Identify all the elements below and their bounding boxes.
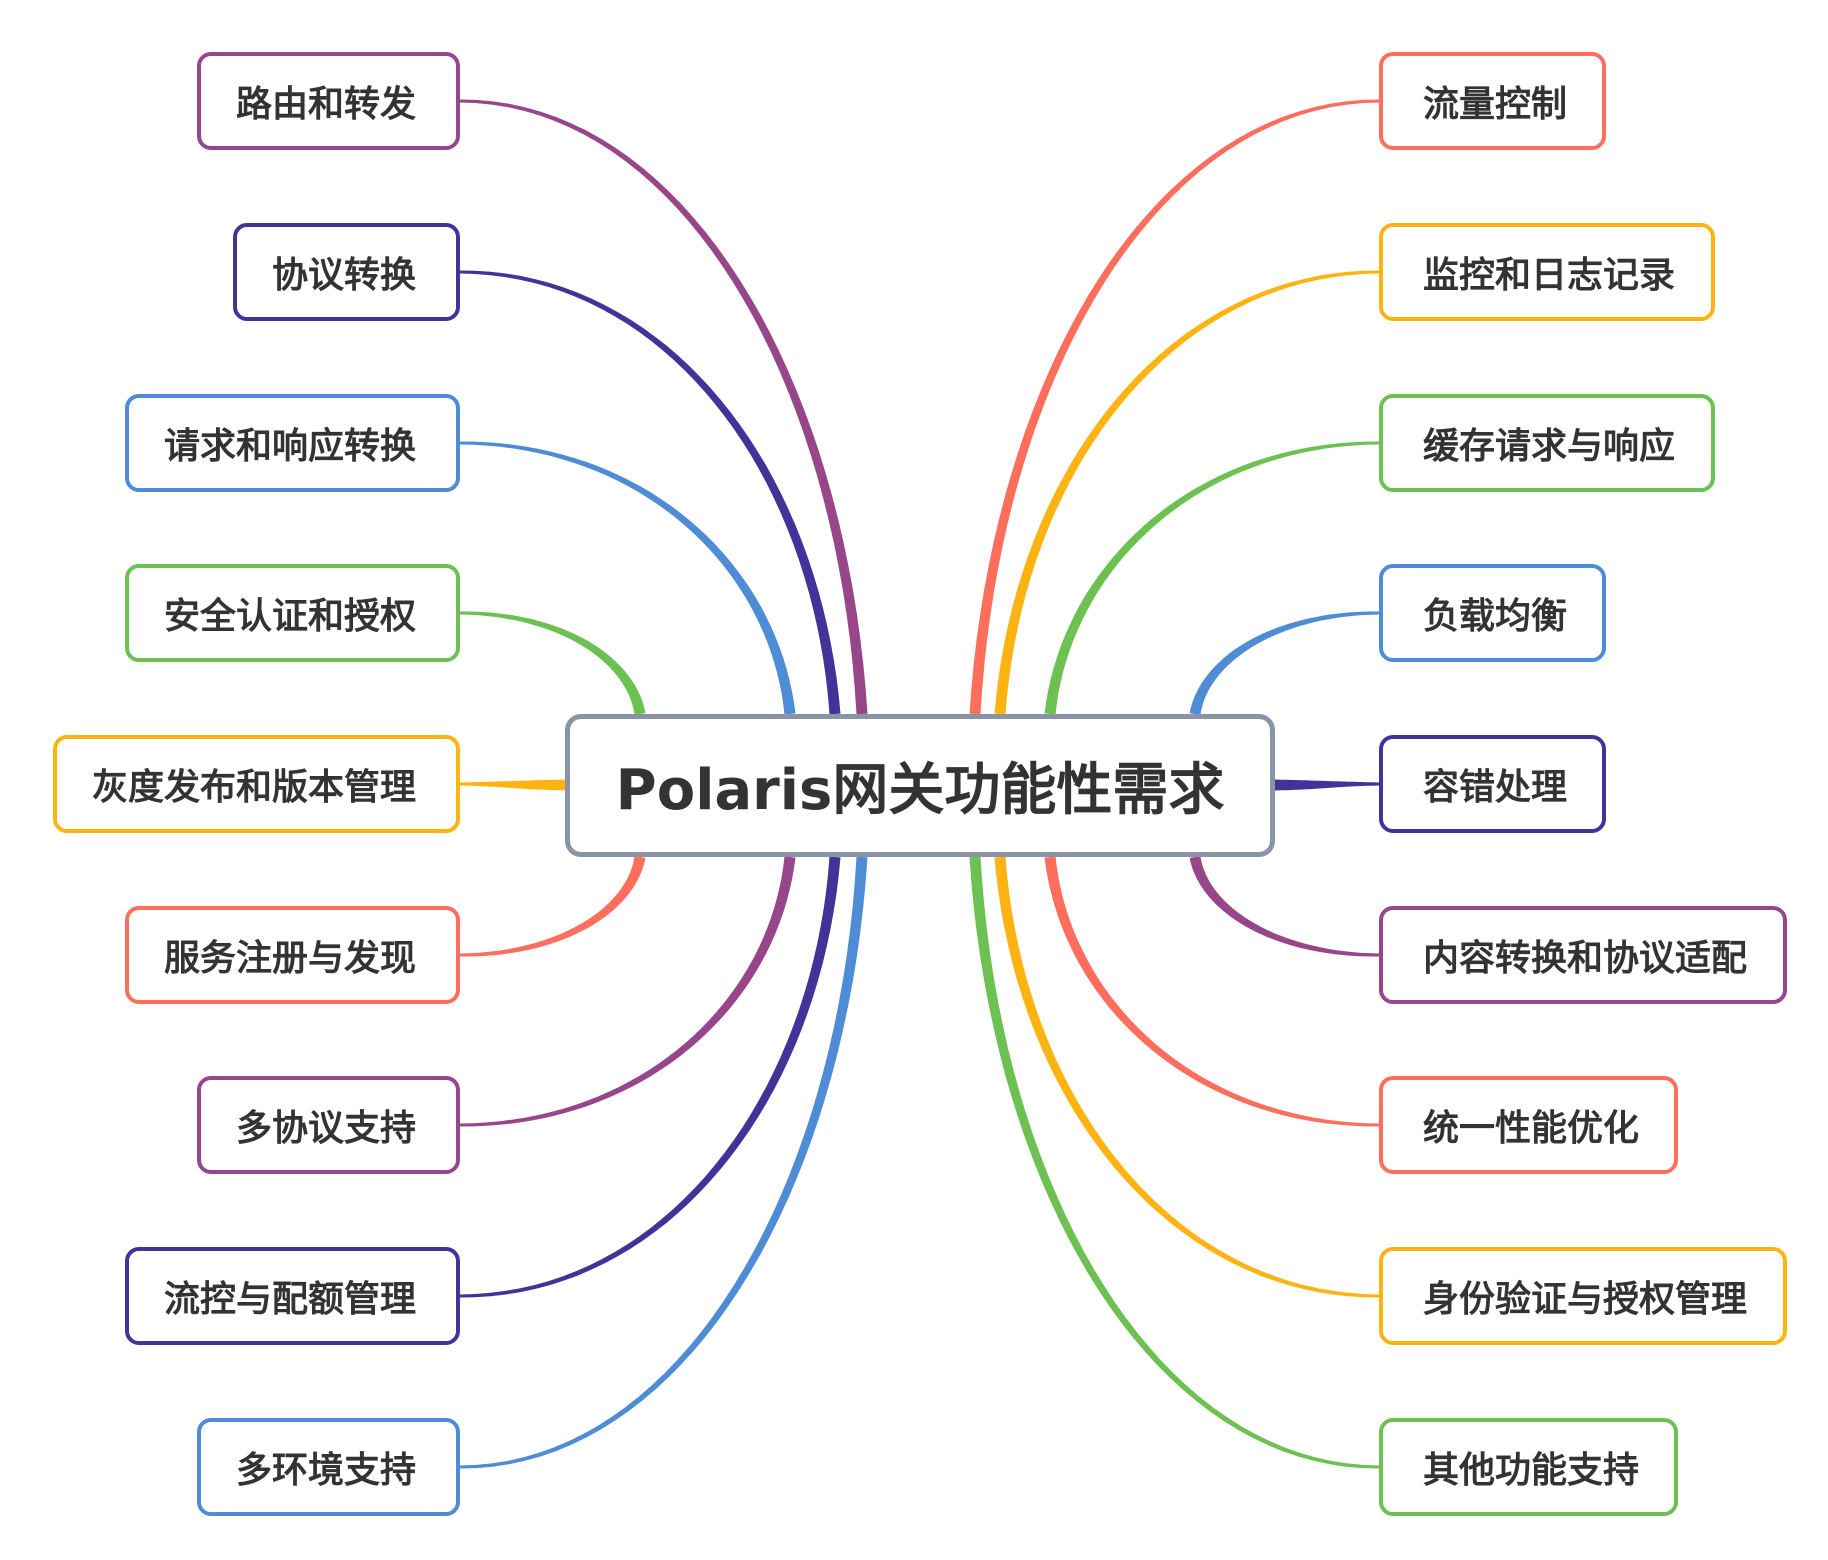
topic-multi-protocol[interactable]: 多协议支持 [197, 1076, 460, 1174]
topic-protocol-conversion[interactable]: 协议转换 [233, 223, 460, 321]
connector-right-4 [1275, 779, 1379, 791]
connector-left-5 [460, 856, 646, 957]
connector-right-3 [1189, 611, 1379, 715]
topic-content-protocol-adapt[interactable]: 内容转换和协议适配 [1379, 906, 1787, 1004]
topic-load-balancing[interactable]: 负载均衡 [1379, 564, 1606, 662]
topic-label: 路由和转发 [235, 84, 416, 125]
topic-traffic-control[interactable]: 流量控制 [1379, 52, 1606, 150]
topic-label: 服务注册与发现 [163, 938, 416, 979]
topic-label: 缓存请求与响应 [1423, 426, 1676, 467]
topic-label: 流量控制 [1423, 84, 1568, 125]
topic-service-discovery[interactable]: 服务注册与发现 [125, 906, 460, 1004]
topic-label: 身份验证与授权管理 [1423, 1279, 1748, 1320]
topic-label: 请求和响应转换 [163, 426, 416, 467]
topic-canary-versioning[interactable]: 灰度发布和版本管理 [53, 735, 460, 833]
topic-multi-environment[interactable]: 多环境支持 [197, 1418, 460, 1516]
central-topic[interactable]: Polaris网关功能性需求 [565, 714, 1275, 857]
topic-performance-optimization[interactable]: 统一性能优化 [1379, 1076, 1678, 1174]
topic-label: 负载均衡 [1423, 596, 1568, 637]
connector-left-6 [460, 856, 796, 1127]
topic-identity-auth-management[interactable]: 身份验证与授权管理 [1379, 1247, 1787, 1345]
topic-security-auth[interactable]: 安全认证和授权 [125, 564, 460, 662]
topic-label: 灰度发布和版本管理 [91, 767, 416, 808]
topic-other-features[interactable]: 其他功能支持 [1379, 1418, 1678, 1516]
topic-monitoring-logging[interactable]: 监控和日志记录 [1379, 223, 1715, 321]
topic-label: 内容转换和协议适配 [1423, 938, 1748, 979]
connector-left-3 [460, 611, 646, 715]
topic-label: 其他功能支持 [1423, 1450, 1640, 1491]
topic-fault-tolerance[interactable]: 容错处理 [1379, 735, 1606, 833]
connector-right-0 [969, 99, 1379, 715]
connector-right-5 [1189, 856, 1379, 957]
topic-rate-quota[interactable]: 流控与配额管理 [125, 1247, 460, 1345]
connector-left-2 [460, 441, 796, 715]
topic-label: 安全认证和授权 [163, 596, 416, 637]
topic-label: 统一性能优化 [1423, 1108, 1640, 1149]
connector-left-4 [460, 779, 565, 791]
connector-right-1 [994, 270, 1379, 715]
connector-left-0 [460, 99, 868, 715]
topic-label: 协议转换 [271, 255, 416, 296]
topic-label: 监控和日志记录 [1423, 255, 1676, 296]
topic-label: 容错处理 [1423, 767, 1568, 808]
topic-request-response-transform[interactable]: 请求和响应转换 [125, 394, 460, 492]
topic-caching[interactable]: 缓存请求与响应 [1379, 394, 1715, 492]
topic-label: 多环境支持 [235, 1450, 416, 1491]
topic-label: 多协议支持 [235, 1108, 416, 1149]
connector-left-7 [460, 856, 841, 1298]
connector-right-7 [994, 856, 1379, 1298]
topic-label: 流控与配额管理 [163, 1279, 416, 1320]
topic-routing-forwarding[interactable]: 路由和转发 [197, 52, 460, 150]
